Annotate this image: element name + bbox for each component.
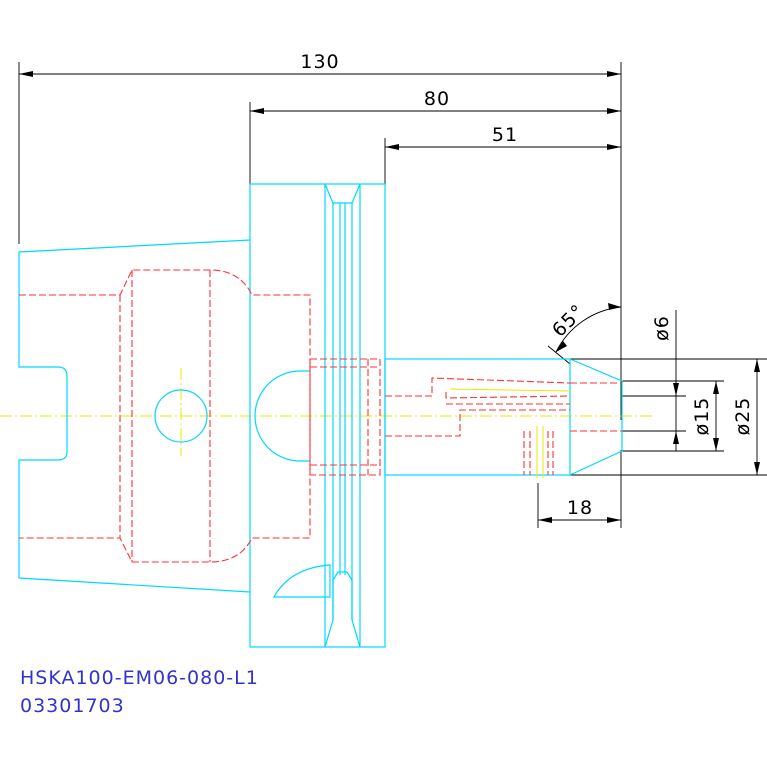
- tool-holder-outline: [18, 183, 623, 648]
- dim-dia25-label: ø25: [732, 397, 754, 436]
- part-number-label: HSKA100-EM06-080-L1: [20, 667, 259, 689]
- dim-80-label: 80: [424, 88, 450, 110]
- dim-130-label: 130: [300, 51, 339, 73]
- dimension-lines: [18, 62, 767, 528]
- dim-angle-label: 65°: [548, 300, 589, 341]
- dim-18-label: 18: [567, 497, 593, 519]
- dimension-labels: 130 80 51 65° ø6 ø15 ø25 18: [300, 51, 754, 519]
- dim-51-label: 51: [492, 124, 518, 146]
- hidden-lines: [19, 269, 622, 563]
- dim-dia15-label: ø15: [691, 397, 713, 436]
- part-code-label: 03301703: [20, 695, 125, 717]
- dim-dia6-label: ø6: [651, 315, 673, 341]
- centerlines: [0, 368, 653, 456]
